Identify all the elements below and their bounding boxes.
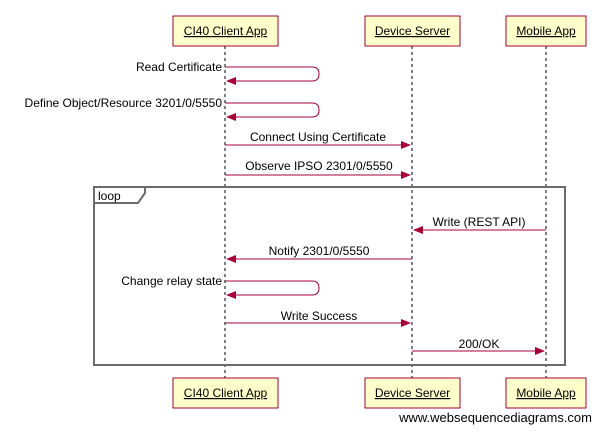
actor-mobile-top: Mobile App xyxy=(505,15,587,47)
message-label: 200/OK xyxy=(459,337,500,351)
footer-watermark: www.websequencediagrams.com xyxy=(398,410,592,425)
actor-client-top: CI40 Client App xyxy=(172,15,279,47)
message-label: Notify 2301/0/5550 xyxy=(269,244,370,258)
message-label: Write Success xyxy=(281,309,357,323)
actor-mobile-label: Mobile App xyxy=(516,24,576,38)
actor-server-top: Device Server xyxy=(364,15,461,47)
message-write-rest-api: Write (REST API) xyxy=(413,215,546,234)
message-200-ok: 200/OK xyxy=(412,337,545,355)
message-observe-ipso: Observe IPSO 2301/0/5550 xyxy=(225,159,411,179)
message-connect-certificate: Connect Using Certificate xyxy=(225,130,411,149)
message-self-define-object: Define Object/Resource 3201/0/5550 xyxy=(25,96,320,121)
message-write-success: Write Success xyxy=(225,309,411,327)
actor-server-bottom: Device Server xyxy=(364,377,461,409)
message-self-change-relay: Change relay state xyxy=(121,274,320,299)
message-label: Change relay state xyxy=(121,274,222,288)
actor-mobile-label: Mobile App xyxy=(516,386,576,400)
message-label: Read Certificate xyxy=(136,60,222,74)
message-notify: Notify 2301/0/5550 xyxy=(226,244,412,263)
actor-server-label: Device Server xyxy=(375,386,450,400)
actor-server-label: Device Server xyxy=(375,24,450,38)
message-label: Write (REST API) xyxy=(433,215,526,229)
actor-mobile-bottom: Mobile App xyxy=(505,377,587,409)
actor-client-label: CI40 Client App xyxy=(184,24,268,38)
message-self-read-certificate: Read Certificate xyxy=(136,60,320,85)
loop-label: loop xyxy=(98,189,121,203)
actor-client-label: CI40 Client App xyxy=(184,386,268,400)
message-label: Connect Using Certificate xyxy=(250,130,386,144)
loop-frame: loop xyxy=(93,186,566,366)
message-label: Observe IPSO 2301/0/5550 xyxy=(245,159,393,173)
actor-client-bottom: CI40 Client App xyxy=(172,377,279,409)
message-label: Define Object/Resource 3201/0/5550 xyxy=(25,96,223,110)
